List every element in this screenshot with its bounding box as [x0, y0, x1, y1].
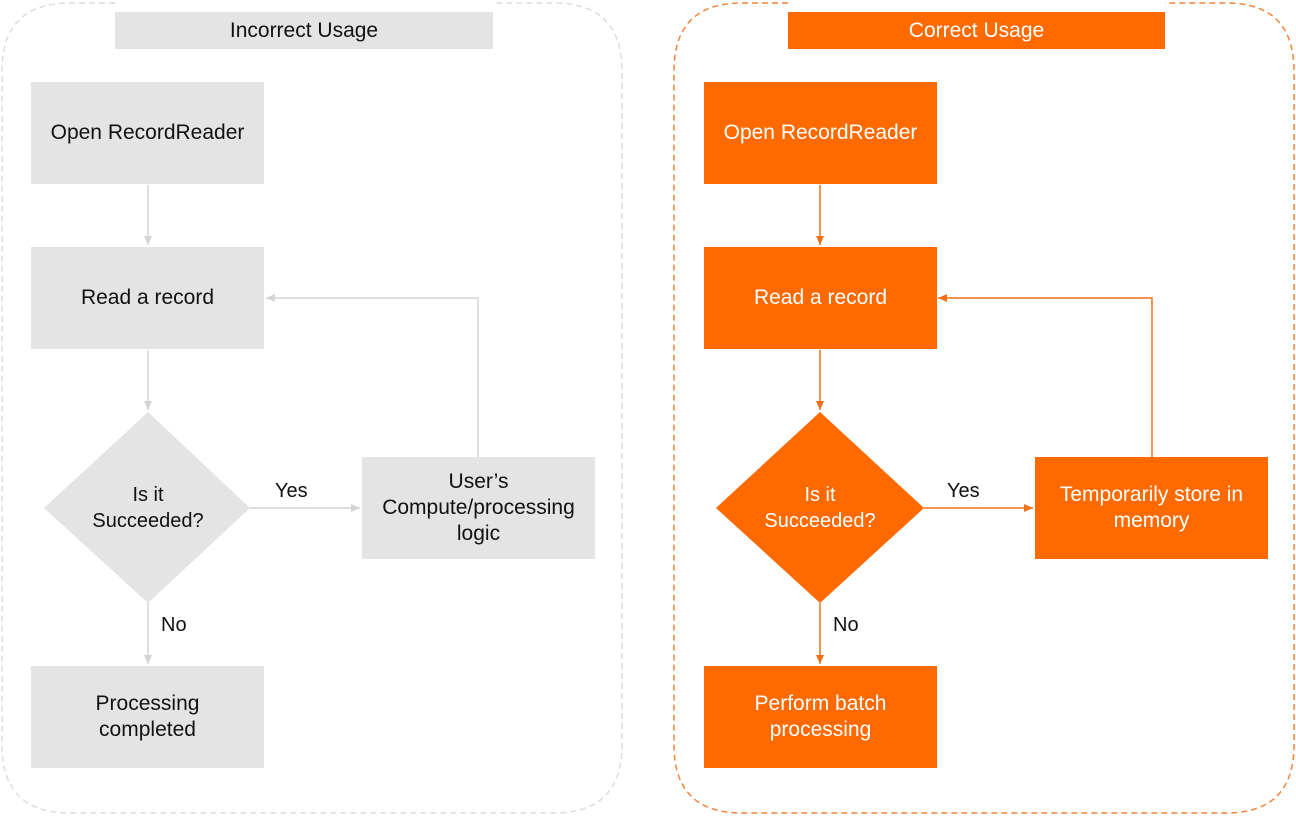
incorrect-no-label: No: [161, 614, 187, 636]
incorrect-open-recordreader-label: Open RecordReader: [50, 121, 245, 144]
incorrect-arrow-loop: [266, 294, 479, 457]
correct-panel-frame: [673, 2, 1295, 814]
correct-read-record-label: Read a record: [753, 286, 888, 309]
incorrect-decision-line-1: Is it: [132, 484, 164, 506]
incorrect-usage-title: Incorrect Usage: [115, 12, 493, 49]
incorrect-decision-line-2: Succeeded?: [92, 510, 204, 532]
correct-read-record-box: Read a record: [704, 247, 937, 349]
correct-usage-title: Correct Usage: [788, 12, 1165, 49]
correct-batch-processing-line-2: processing: [769, 718, 872, 741]
incorrect-yes-label: Yes: [275, 480, 308, 502]
correct-batch-processing-line-1: Perform batch: [754, 692, 887, 715]
correct-decision-line-2: Succeeded?: [764, 510, 876, 532]
correct-decision-diamond: [716, 412, 924, 603]
incorrect-open-recordreader-box: Open RecordReader: [31, 82, 264, 184]
correct-decision-label: Is it Succeeded?: [730, 478, 910, 538]
incorrect-read-record-box: Read a record: [31, 247, 264, 349]
incorrect-decision-diamond: [44, 412, 250, 603]
incorrect-read-record-label: Read a record: [80, 286, 215, 309]
correct-temp-store-box: Temporarily store in memory: [1035, 457, 1268, 559]
incorrect-processing-completed-line-2: completed: [99, 718, 196, 741]
incorrect-processing-completed-line-1: Processing: [95, 692, 200, 715]
correct-open-recordreader-label: Open RecordReader: [723, 121, 918, 144]
correct-open-recordreader-box: Open RecordReader: [704, 82, 937, 184]
incorrect-user-logic-line-3: logic: [456, 522, 501, 545]
incorrect-user-logic-line-2: Compute/processing: [382, 496, 575, 519]
incorrect-user-logic-line-1: User’s: [448, 470, 509, 493]
correct-arrow-loop: [938, 294, 1153, 457]
incorrect-panel-frame: [1, 2, 623, 814]
correct-batch-processing-box: Perform batch processing: [704, 666, 937, 768]
correct-no-label: No: [833, 614, 859, 636]
correct-yes-label: Yes: [947, 480, 980, 502]
incorrect-user-logic-box: User’s Compute/processing logic: [362, 457, 595, 559]
incorrect-decision-label: Is it Succeeded?: [58, 478, 238, 538]
incorrect-processing-completed-box: Processing completed: [31, 666, 264, 768]
correct-temp-store-line-1: Temporarily store in: [1059, 483, 1244, 506]
correct-decision-line-1: Is it: [804, 484, 836, 506]
correct-temp-store-line-2: memory: [1113, 509, 1190, 532]
